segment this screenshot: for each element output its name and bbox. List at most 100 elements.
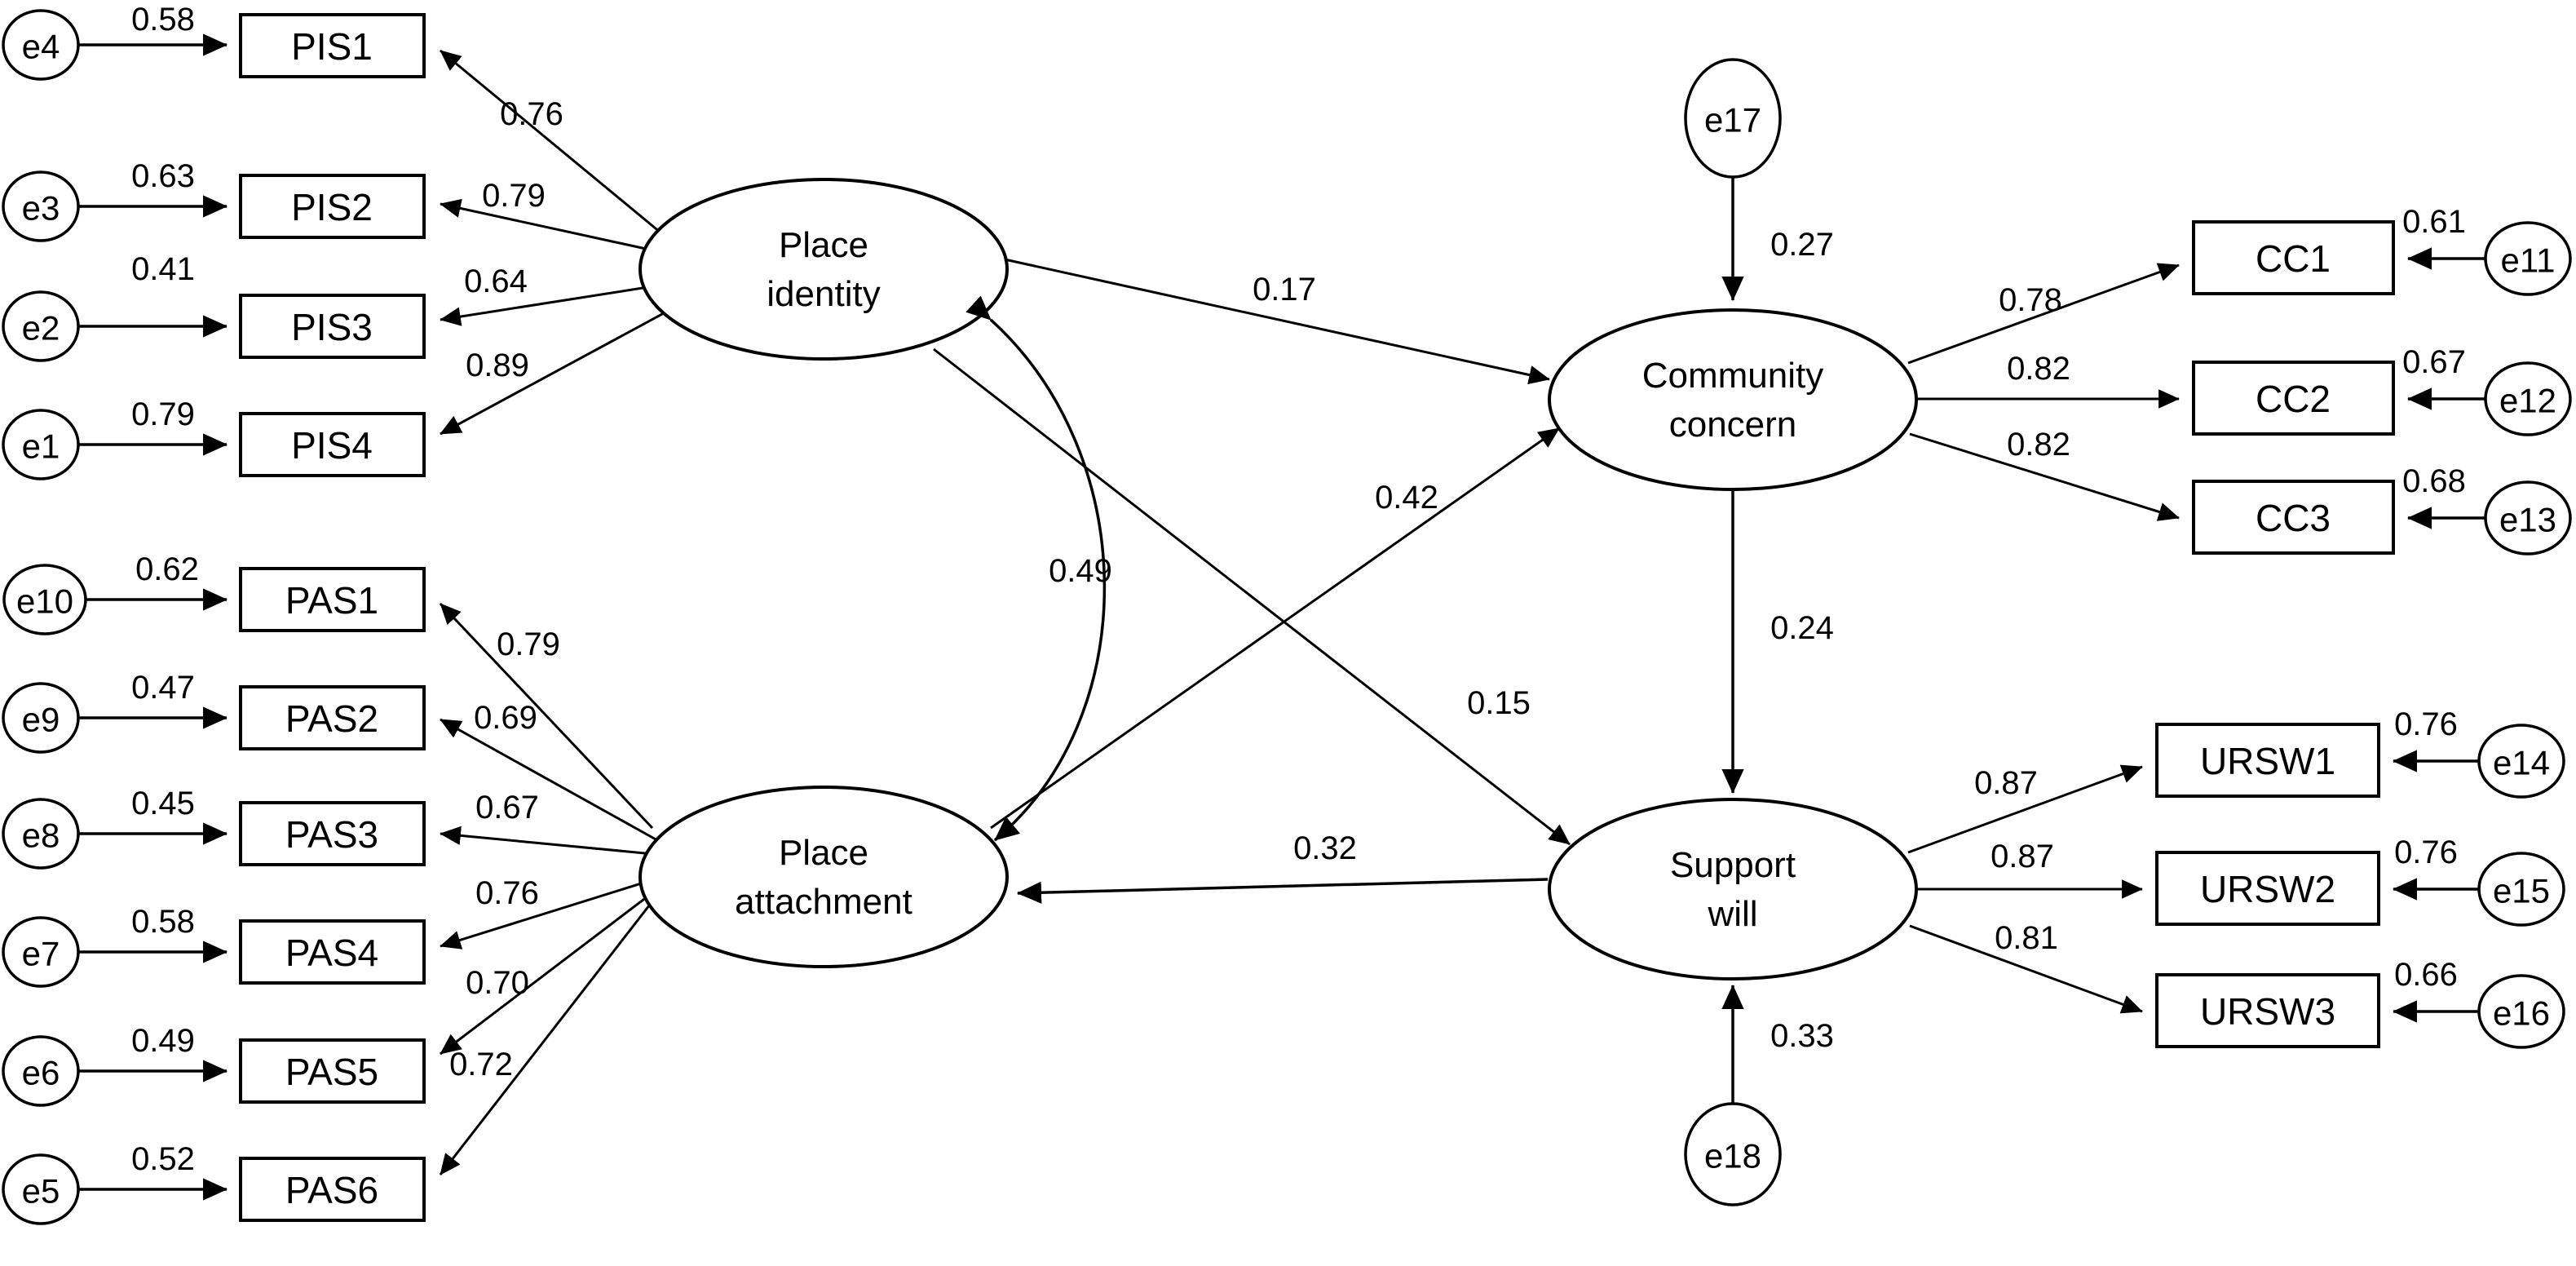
disturbance-value-e18: 0.33 (1770, 1018, 1834, 1054)
indicator-label-pis3: PIS3 (291, 306, 373, 348)
indicator-box-pas2 (239, 685, 426, 750)
loading-value-ursw2: 0.87 (1991, 839, 2054, 874)
loading-edge-pas2 (440, 718, 658, 842)
indicator-box-pis3 (239, 294, 426, 359)
path-edge-pa-cc (990, 427, 1560, 830)
error-label-e14: e14 (2493, 744, 2550, 782)
error-label-e5: e5 (22, 1172, 60, 1211)
indicator-box-pis1 (239, 13, 426, 78)
value-e1: 0.79 (131, 396, 195, 432)
indicator-label-pis2: PIS2 (291, 186, 373, 228)
loading-value-pis4: 0.89 (466, 347, 529, 383)
indicator-box-pis2 (239, 174, 426, 239)
error-label-e7: e7 (22, 935, 60, 973)
construct-place-attachment (638, 786, 1009, 968)
indicator-box-pas6 (239, 1157, 426, 1222)
value-e14: 0.76 (2394, 706, 2458, 742)
correlation-value-pi-pa: 0.49 (1049, 553, 1112, 589)
indicator-label-pas5: PAS5 (285, 1051, 378, 1093)
loading-edge-pis1 (440, 49, 661, 234)
path-value-pi-sw: 0.15 (1467, 685, 1531, 721)
loading-value-pas5: 0.70 (466, 965, 529, 1001)
indicator-box-ursw2 (2155, 851, 2380, 926)
disturbance-value-e17: 0.27 (1770, 227, 1834, 263)
value-e5: 0.52 (131, 1141, 195, 1177)
value-e10: 0.62 (135, 551, 199, 587)
indicator-label-ursw2: URSW2 (2200, 868, 2335, 910)
indicator-label-pis1: PIS1 (291, 25, 373, 68)
indicator-label-pis4: PIS4 (291, 424, 373, 467)
indicator-label-pas3: PAS3 (285, 813, 378, 856)
error-label-e1: e1 (22, 427, 60, 466)
path-value-pa-cc: 0.42 (1375, 480, 1438, 516)
value-e2: 0.41 (131, 251, 195, 287)
construct-label-support-will-line1: Support (1670, 845, 1796, 885)
value-e3: 0.63 (131, 158, 195, 194)
error-label-e13: e13 (2499, 501, 2556, 539)
value-e13: 0.68 (2402, 463, 2466, 499)
indicator-box-pas1 (239, 567, 426, 632)
loading-value-pis3: 0.64 (464, 263, 528, 299)
loading-value-cc2: 0.82 (2007, 351, 2070, 387)
value-e16: 0.66 (2394, 957, 2458, 993)
error-label-e2: e2 (22, 309, 60, 347)
loading-value-ursw1: 0.87 (1974, 765, 2038, 801)
loading-edge-pas4 (440, 875, 663, 950)
value-e6: 0.49 (131, 1023, 195, 1059)
indicator-box-cc2 (2192, 361, 2395, 436)
error-label-e6: e6 (22, 1054, 60, 1092)
indicator-box-cc1 (2192, 220, 2395, 295)
loading-value-ursw3: 0.81 (1995, 920, 2058, 956)
loading-value-pas2: 0.69 (474, 700, 537, 736)
indicator-label-pas6: PAS6 (285, 1169, 378, 1211)
error-label-e11: e11 (2501, 241, 2556, 280)
correlation-edge-pi-pa (965, 295, 1107, 842)
loading-value-pis2: 0.79 (482, 178, 546, 214)
construct-label-place-identity-line1: Place (779, 225, 868, 265)
loading-edge-cc1 (1907, 263, 2180, 365)
indicator-label-ursw1: URSW1 (2200, 740, 2335, 782)
loading-value-pas3: 0.67 (475, 790, 539, 826)
construct-label-community-concern-line1: Community (1642, 356, 1824, 396)
loading-value-pis1: 0.76 (500, 96, 563, 132)
indicator-box-pas3 (239, 801, 426, 866)
loading-edge-pis2 (440, 198, 665, 255)
value-e9: 0.47 (131, 670, 195, 706)
path-edge-pi-sw (933, 347, 1571, 846)
loading-edge-cc3 (1909, 432, 2180, 521)
value-e7: 0.58 (131, 904, 195, 940)
path-value-cc-sw: 0.24 (1770, 610, 1834, 646)
construct-label-place-identity-line2: identity (767, 274, 880, 314)
loading-value-pas1: 0.79 (497, 626, 560, 662)
path-edge-sw-pa (1016, 878, 1549, 904)
indicator-box-pas5 (239, 1038, 426, 1104)
error-label-e10: e10 (16, 582, 73, 621)
loading-value-pas6: 0.72 (449, 1047, 513, 1082)
disturbance-label-e17: e17 (1704, 101, 1761, 139)
loading-edge-pas6 (439, 901, 654, 1175)
path-edge-pi-cc (1004, 258, 1550, 385)
indicator-label-cc1: CC1 (2256, 237, 2331, 280)
value-e8: 0.45 (131, 786, 195, 821)
indicator-label-ursw3: URSW3 (2200, 990, 2335, 1033)
construct-label-place-attachment-line2: attachment (735, 882, 912, 922)
loading-edge-pis4 (440, 307, 674, 436)
path-value-pi-cc: 0.17 (1253, 272, 1316, 308)
indicator-box-pis4 (239, 412, 426, 477)
error-label-e15: e15 (2493, 872, 2550, 910)
construct-place-identity (638, 178, 1009, 361)
construct-support-will (1548, 798, 1918, 980)
loading-edge-pas1 (439, 602, 654, 830)
path-value-sw-pa: 0.32 (1293, 830, 1357, 866)
indicator-label-cc3: CC3 (2256, 497, 2331, 539)
error-label-e3: e3 (22, 189, 60, 228)
indicator-label-pas1: PAS1 (285, 579, 378, 622)
construct-label-support-will-line2: will (1707, 894, 1757, 934)
error-label-e4: e4 (22, 28, 60, 66)
error-label-e12: e12 (2499, 382, 2556, 420)
loading-edge-pas5 (440, 888, 658, 1056)
indicator-label-cc2: CC2 (2256, 378, 2331, 420)
indicator-label-pas4: PAS4 (285, 932, 378, 974)
disturbance-label-e18: e18 (1704, 1137, 1761, 1175)
